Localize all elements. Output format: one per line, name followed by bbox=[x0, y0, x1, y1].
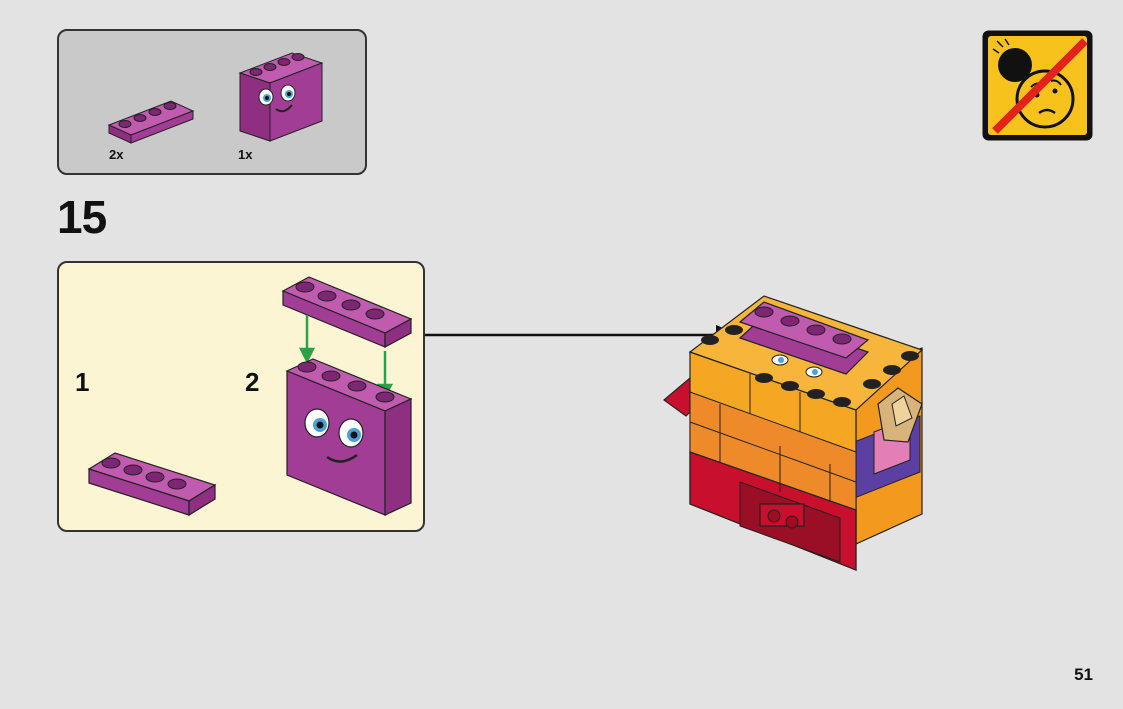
substep-2-assembly bbox=[281, 276, 413, 516]
subassembly-callout: 1 2 bbox=[57, 261, 425, 532]
parts-qty-1: 2x bbox=[109, 147, 124, 162]
parts-list-box: 2x 1x bbox=[57, 29, 367, 175]
page-number: 51 bbox=[1074, 665, 1093, 684]
substep-2-number: 2 bbox=[245, 367, 260, 397]
parts-qty-2: 1x bbox=[238, 147, 253, 162]
face-panel-part bbox=[238, 52, 324, 142]
main-model-illustration bbox=[663, 295, 924, 571]
no-small-ball-choking-hazard-icon bbox=[982, 30, 1093, 141]
step-number: 15 bbox=[57, 191, 107, 243]
substep-1-plate bbox=[87, 452, 217, 517]
substep-1-number: 1 bbox=[75, 367, 90, 397]
plate-1x4-part bbox=[107, 100, 195, 144]
